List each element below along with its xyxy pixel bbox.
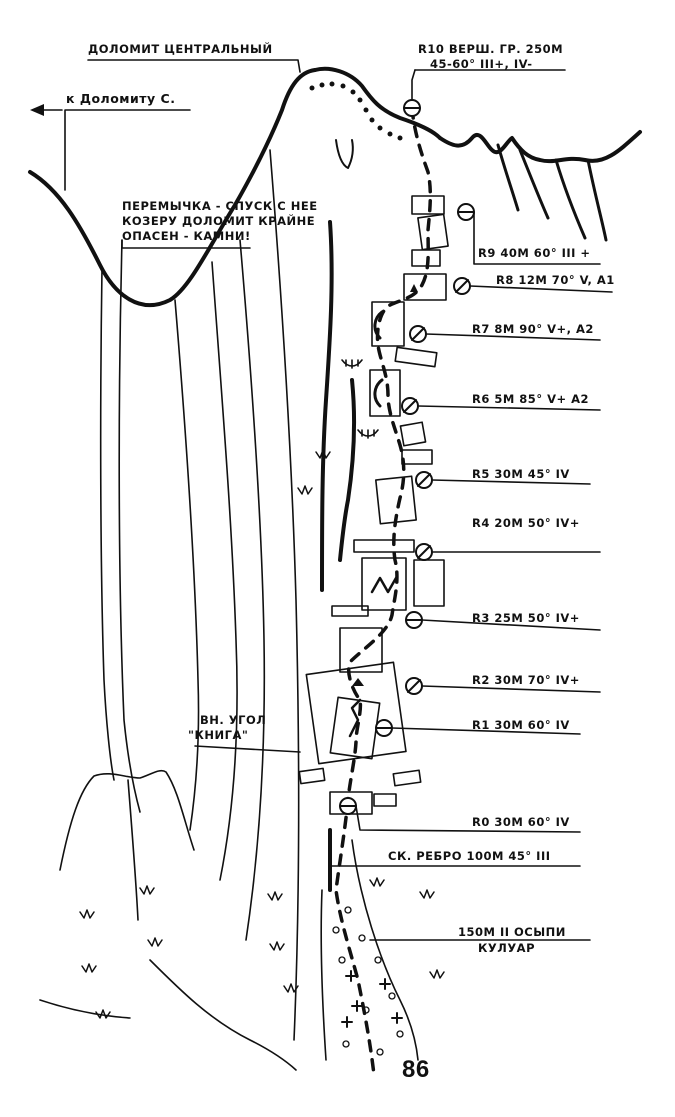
label-r7: R7 8M 90° V+, A2 [472, 322, 594, 336]
label-r10-line1: R10 ВЕРШ. ГР. 250М [418, 42, 564, 56]
left-pillar [39, 149, 300, 1071]
right-ridge-line [438, 130, 642, 164]
route-line [334, 106, 433, 1077]
belay-r5 [415, 471, 433, 489]
grass-tufts [79, 449, 445, 1019]
label-peremychka-3: ОПАСЕН - КАМНИ! [122, 229, 251, 243]
label-r3: R3 25M 50° IV+ [472, 611, 580, 625]
label-r2: R2 30M 70° IV+ [472, 673, 580, 687]
summit-dotted-traverse [309, 81, 403, 141]
label-osypi: 150М II ОСЫПИ [458, 925, 566, 939]
belay-r6 [401, 397, 419, 415]
leader-lines [64, 59, 613, 941]
label-sk-rebro: СК. РЕБРО 100М 45° III [388, 849, 551, 863]
label-r5: R5 30M 45° IV [472, 467, 570, 481]
label-vn-ugol: ВН. УГОЛ [200, 713, 267, 727]
belay-stations [339, 99, 475, 815]
overhang-symbols [341, 359, 379, 439]
right-rib-1 [496, 143, 520, 212]
belay-r4 [415, 543, 433, 561]
central-summit-line [313, 66, 442, 140]
inner-corner-edge [338, 378, 357, 562]
label-r10-line2: 45-60° III+, IV- [430, 57, 533, 71]
zigzag-cracks [348, 576, 398, 738]
right-rib-3 [554, 158, 587, 240]
label-peremychka-1: ПЕРЕМЫЧКА - СПУСК С НЕЕ [122, 199, 318, 213]
right-rib-4 [586, 158, 608, 242]
label-r8: R8 12M 70° V, A1 [496, 273, 615, 287]
couloir-walls [320, 839, 419, 1061]
label-dolomit-central: ДОЛОМИТ ЦЕНТРАЛЬНЫЙ [88, 42, 273, 56]
right-rib-2 [518, 148, 550, 220]
route-pitch-boxes [298, 195, 449, 815]
belay-r10 [403, 99, 421, 117]
label-kuluar: КУЛУАР [478, 941, 536, 955]
label-r4: R4 20M 50° IV+ [472, 516, 580, 530]
crack-symbols [373, 310, 384, 408]
ridge-outlines [28, 66, 642, 307]
scree-crosses [341, 970, 403, 1028]
left-ridge-line [28, 68, 317, 307]
belay-r9 [457, 203, 475, 221]
label-to-dolomit: к Доломиту С. [66, 91, 176, 106]
triangle-markers [352, 284, 418, 686]
belay-r7 [409, 325, 427, 343]
belay-r2 [405, 677, 423, 695]
label-r1: R1 30M 60° IV [472, 718, 570, 732]
label-r6: R6 5M 85° V+ A2 [472, 392, 590, 406]
belay-r8 [453, 277, 471, 295]
label-peremychka-2: КОЗЕРУ ДОЛОМИТ КРАЙНЕ [122, 214, 316, 228]
label-kniga: "КНИГА" [188, 728, 249, 742]
belay-r3 [405, 611, 423, 629]
belay-r1 [375, 719, 393, 737]
label-r9: R9 40M 60° III + [478, 246, 591, 260]
belay-r0 [339, 797, 357, 815]
summit-gully [335, 139, 354, 169]
scree-dots [332, 906, 404, 1056]
arrow-left-icon [30, 104, 63, 116]
tower-edge-line [320, 220, 334, 592]
label-r0: R0 30M 60° IV [472, 815, 570, 829]
page-number: 86 [402, 1056, 430, 1083]
